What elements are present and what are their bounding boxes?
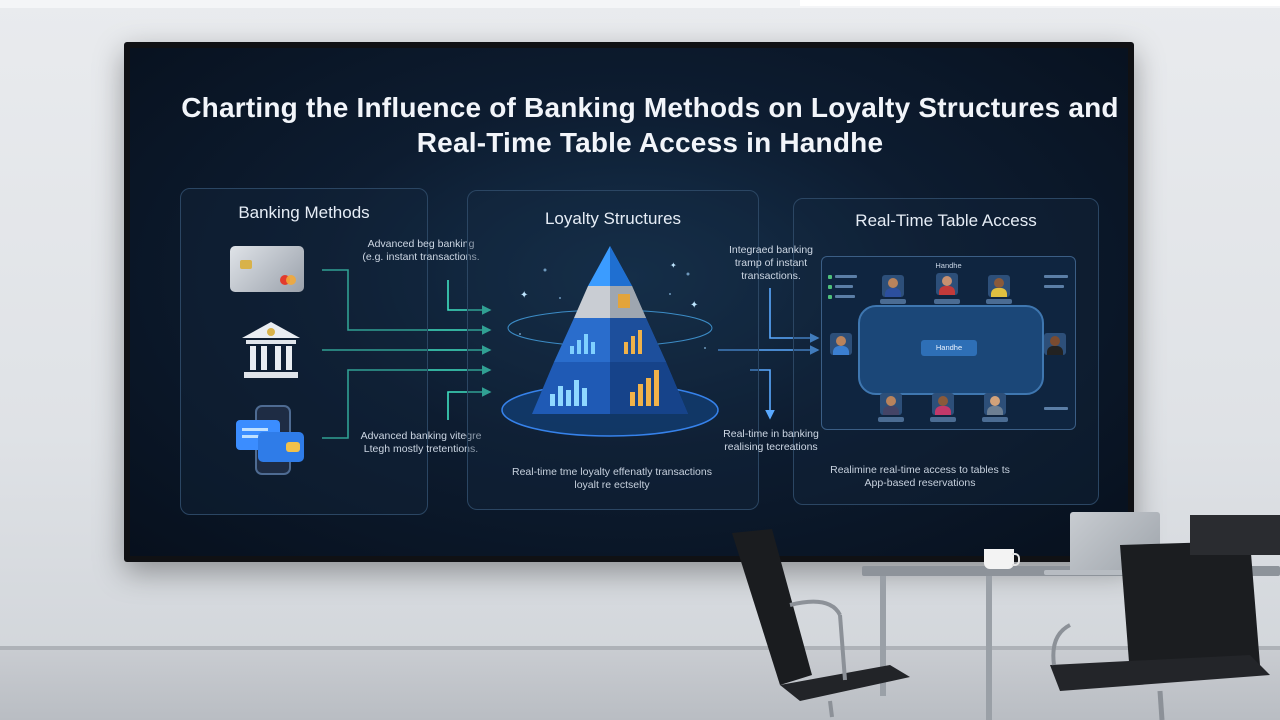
svg-text:✦: ✦ <box>520 290 528 301</box>
player-seat <box>880 393 902 415</box>
player-seat <box>936 273 958 295</box>
office-chair-left <box>732 529 910 718</box>
svg-text:✦: ✦ <box>690 300 698 311</box>
coffee-mug <box>984 549 1014 569</box>
player-seat <box>830 333 852 355</box>
realtime-note-top: Integraed banking tramp of instant trans… <box>728 244 814 282</box>
menu-line <box>835 295 855 298</box>
mug-handle <box>1012 553 1020 566</box>
presentation-title: Charting the Influence of Banking Method… <box>181 92 1119 158</box>
menu-line <box>835 275 857 278</box>
banking-note-bottom: Advanced banking vitegre Ltegh mostly tr… <box>360 430 482 455</box>
real-time-table-access-title: Real-Time Table Access <box>855 211 1037 230</box>
player-seat <box>882 275 904 297</box>
table-leg <box>986 576 992 720</box>
baseboard <box>0 646 1280 650</box>
laptop-base <box>1044 570 1168 575</box>
flow-lines <box>322 268 820 439</box>
poker-table: Handhe <box>858 305 1044 395</box>
seat-tag <box>986 299 1012 304</box>
menu-line <box>1044 407 1068 410</box>
table-booking-app-preview: Handhe Handhe <box>821 256 1076 430</box>
banking-methods-panel: Banking Methods <box>180 188 428 515</box>
ceiling-edge <box>0 0 1280 8</box>
status-dot <box>828 295 832 299</box>
table-leg <box>880 576 886 696</box>
loyalty-structures-title: Loyalty Structures <box>544 209 682 228</box>
menu-line <box>835 285 853 288</box>
status-dot <box>828 275 832 279</box>
card-chip <box>240 260 252 269</box>
seat-tag <box>934 299 960 304</box>
ceiling-light-strip <box>800 0 1280 6</box>
display-content: Charting the Influence of Banking Method… <box>130 48 1128 556</box>
seat-tag <box>982 417 1008 422</box>
realtime-caption: Realimine real-time access to tables ts … <box>830 464 1010 489</box>
menu-line <box>1044 285 1064 288</box>
player-seat <box>932 393 954 415</box>
player-seat <box>1044 333 1066 355</box>
bank-building-icon <box>242 322 300 378</box>
svg-text:✦: ✦ <box>670 261 677 270</box>
table-name-label: Handhe <box>921 340 977 356</box>
seat-tag <box>878 417 904 422</box>
card-logo-orange <box>286 275 296 285</box>
status-dot <box>828 285 832 289</box>
office-chair-right <box>1050 515 1280 720</box>
wall-display: Charting the Influence of Banking Method… <box>124 42 1134 562</box>
player-seat <box>988 275 1010 297</box>
player-seat <box>984 393 1006 415</box>
seat-tag <box>930 417 956 422</box>
banking-note-top: Advanced beg banking (e.g. instant trans… <box>362 238 480 263</box>
seat-tag <box>880 299 906 304</box>
credit-card-icon <box>230 246 304 292</box>
card-logo-red <box>280 275 290 285</box>
loyalty-pyramid-graphic: ✦ ✦ ✦ <box>501 246 719 437</box>
app-title: Handhe <box>935 261 962 270</box>
digital-wallet-icon <box>236 405 304 475</box>
menu-line <box>1044 275 1068 278</box>
banking-methods-title: Banking Methods <box>238 203 370 222</box>
realtime-note-bottom: Real-time in banking realising tecreatio… <box>723 428 819 453</box>
loyalty-caption: Real-time tme loyalty effenatly transact… <box>512 466 712 491</box>
